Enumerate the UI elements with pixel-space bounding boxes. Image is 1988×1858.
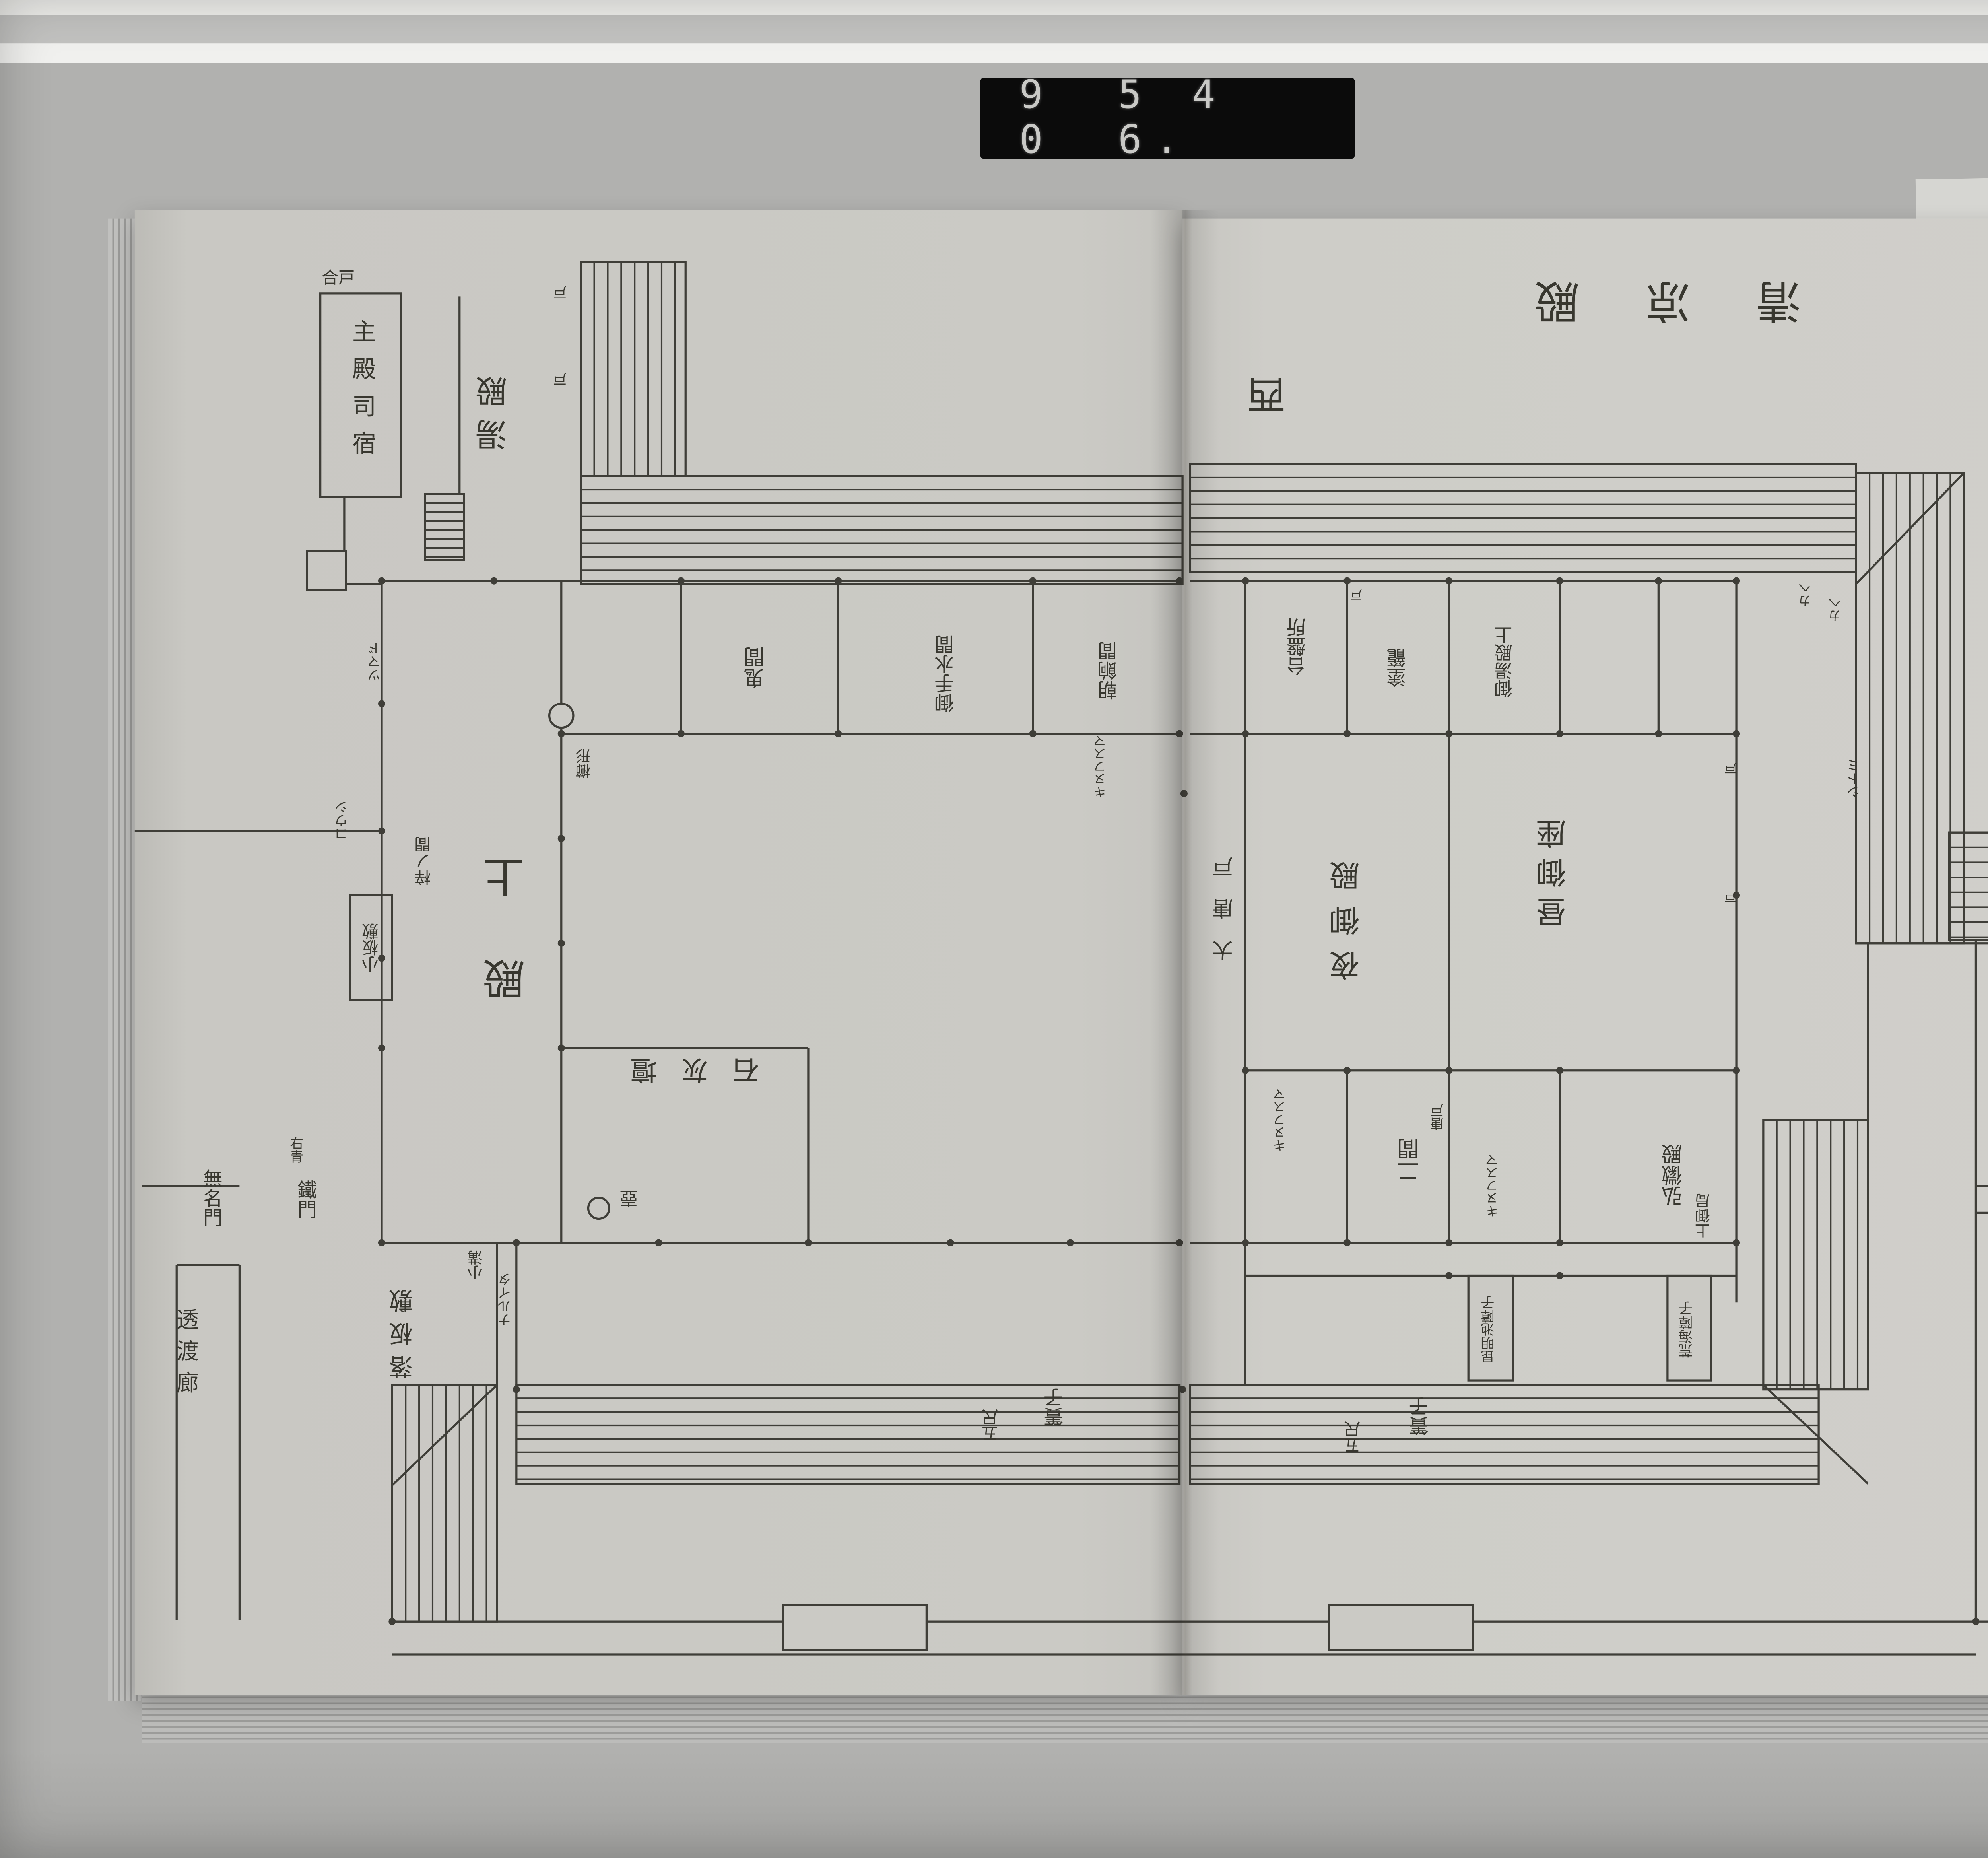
scanner-strip-gray [0,15,1988,44]
archive-number-plate: 9 0 5 4 6. [980,73,1355,163]
scanner-strip-top [0,0,1988,15]
backdrop-bottom-shade [0,1751,1988,1858]
plate-right-digits: 5 4 6. [1118,73,1229,163]
book-bottom-page-edges [142,1686,1988,1743]
book-page-right [1182,218,1988,1695]
scanner-strip-white [0,43,1988,63]
book-center-fold [1149,210,1219,1695]
plate-left-digits: 9 0 [1019,73,1056,163]
book-page-left [134,210,1183,1695]
